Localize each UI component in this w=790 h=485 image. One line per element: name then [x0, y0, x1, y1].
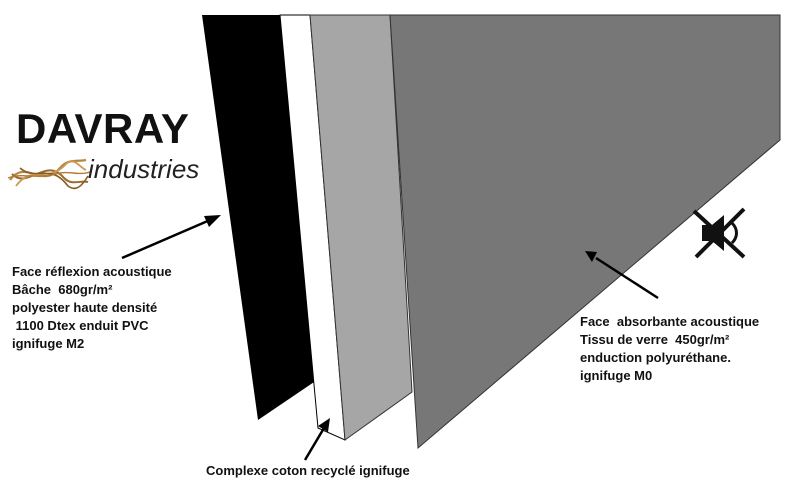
absorbing-line-2: Tissu de verre 450gr/m²	[580, 332, 730, 347]
brand-name: DAVRAY	[16, 105, 190, 152]
reflection-line-3: polyester haute densité	[12, 300, 158, 315]
reflection-line-2: Bâche 680gr/m²	[12, 282, 113, 297]
reflection-line-1: Face réflexion acoustique	[12, 264, 172, 279]
absorbing-layer	[389, 14, 781, 450]
absorbing-line-1: Face absorbante acoustique	[580, 314, 760, 329]
absorbing-label: Face absorbante acoustique Tissu de verr…	[580, 313, 759, 385]
arrow-core	[303, 418, 330, 461]
reflection-label: Face réflexion acoustique Bâche 680gr/m²…	[12, 263, 172, 353]
reflection-line-5: ignifuge M2	[12, 336, 85, 351]
wave-logo-icon	[7, 158, 90, 190]
absorbing-line-3: enduction polyuréthane.	[580, 350, 731, 365]
core-line: Complexe coton recyclé ignifuge	[206, 463, 410, 478]
reflection-line-4: 1100 Dtex enduit PVC	[12, 318, 149, 333]
arrow-absorbing	[585, 251, 659, 300]
speaker-muted-icon	[692, 207, 746, 259]
core-layer-side	[309, 14, 413, 441]
arrow-reflection	[121, 215, 221, 260]
absorbing-line-4: ignifuge M0	[580, 368, 653, 383]
core-label: Complexe coton recyclé ignifuge	[206, 462, 410, 480]
brand-tagline: industries	[88, 154, 200, 184]
